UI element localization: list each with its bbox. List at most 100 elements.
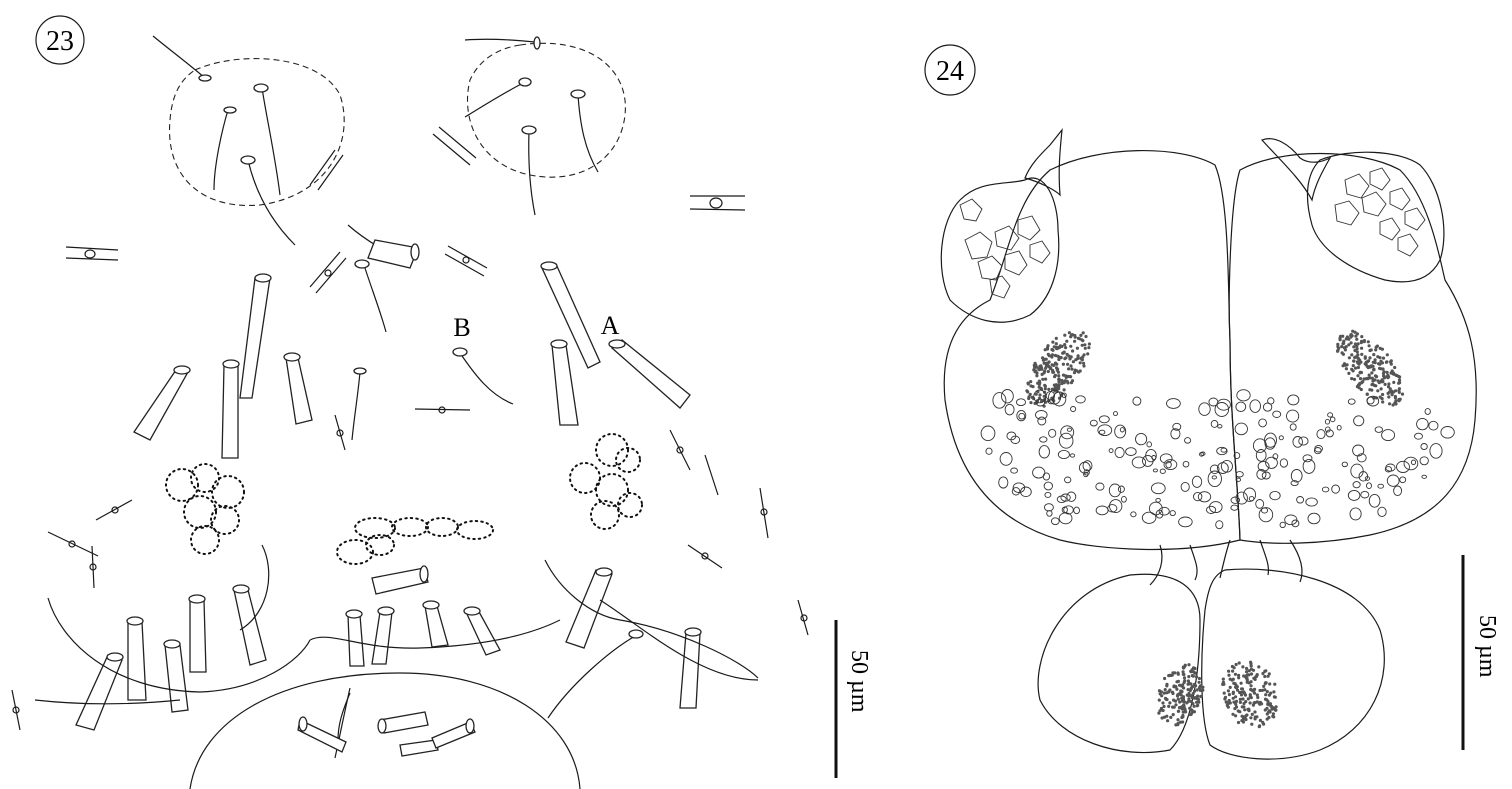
stipple-dot [1069,333,1073,337]
stipple-dot [1159,690,1163,694]
stipple-dot [1242,705,1246,709]
stipple-dot [1246,673,1250,677]
stipple-dot [1044,361,1049,365]
texture-circle [1060,425,1075,440]
stipple-dot [1379,359,1383,363]
stipple-dot [1378,362,1382,366]
texture-circle [1211,475,1217,480]
stipple-dot [1336,348,1340,352]
stipple-dot [1231,712,1235,716]
texture-circle [1287,394,1300,406]
stipple-dot [1381,356,1386,360]
stipple-dot [1157,698,1161,702]
stipple-dot [1371,360,1375,364]
texture-circle [1066,491,1077,502]
texture-circle [1216,398,1231,411]
stipple-dot [1366,340,1370,344]
stipple-dot [1397,378,1402,382]
stipple-dot [1244,700,1248,704]
texture-circle [1125,447,1137,456]
stipple-dot [1252,676,1256,680]
stipple-dot [1245,680,1249,684]
stipple-dot [1080,338,1084,342]
stipple-dot [1364,377,1368,381]
stipple-dot [1253,715,1257,719]
stipple-dot [1073,335,1077,339]
duct-left [1024,128,1063,197]
stipple-dot [1056,354,1060,358]
stipple-dot [1076,336,1080,340]
stipple-dot [1054,342,1058,346]
stipple-dot [1343,348,1347,352]
stipple-dot [1338,336,1342,340]
texture-circle [1070,406,1077,412]
stipple-dot [1044,377,1048,381]
stipple-dot [1061,362,1065,366]
stipple-dot [1051,340,1055,344]
stipple-dot [1171,691,1175,696]
stipple-dot [1171,713,1175,717]
texture-circle [1098,415,1110,424]
texture-circle [1272,410,1282,418]
stipple-dot [1057,377,1061,381]
stipple-dot [1234,702,1238,706]
stipple-dot [1370,376,1374,380]
stipple-dot [1046,344,1050,348]
body-outline-23 [34,544,759,789]
stipple-dot [1086,352,1090,356]
stipple-dot [1166,690,1170,694]
stipple-dot [1379,387,1383,391]
texture-circle [1216,446,1228,456]
stipple-dot [1182,686,1186,690]
stipple-dot [1173,685,1177,689]
texture-circle [992,392,1007,409]
label-b: B [453,313,470,342]
texture-circles [980,389,1455,530]
texture-circle [1146,441,1152,448]
texture-circle [1290,480,1299,487]
stipple-dot [1174,703,1178,707]
stipple-dot [1176,697,1180,701]
texture-circle [1207,470,1222,488]
texture-circle [1350,463,1364,479]
texture-circle [1113,411,1118,417]
stipple-dot [1236,688,1240,692]
texture-circle [1016,398,1026,407]
stipple-dot [1190,674,1194,678]
stipple-dot [1181,710,1185,714]
stipple-dot [1249,667,1253,671]
texture-circle [1214,402,1230,417]
stipple-dot [1176,672,1180,676]
stipple-dot [1192,710,1196,714]
texture-circle [1172,422,1182,431]
stipple-dot [1160,716,1164,720]
stipple-dot [1390,393,1394,397]
texture-circle [1011,487,1021,496]
stipple-dot [1227,669,1231,673]
stipple-dot [1244,717,1248,722]
texture-circle [1038,445,1050,459]
dense-spot-lower-left [1157,663,1205,727]
stipple-dot [1184,710,1188,714]
texture-circle [1151,455,1157,460]
stipple-dot [1237,661,1241,665]
stipple-dot [1052,345,1056,349]
stipple-dot [1071,360,1075,364]
stipple-dot [1196,697,1201,702]
stipple-dot [1168,673,1172,678]
side-lobe-right [1306,151,1445,283]
texture-circle [1082,460,1093,472]
texture-circle [1075,395,1086,404]
figure-23: 23 [11,15,872,789]
texture-circle [1193,491,1203,502]
stipple-dot [1186,682,1190,686]
stipple-dot [1033,365,1037,370]
stipple-dot [1352,359,1356,363]
stipple-dot [1192,670,1196,674]
texture-circle [1347,489,1361,501]
stipple-dot [1381,367,1385,371]
figure-23-number: 23 [46,26,74,57]
stipple-dot [1378,366,1382,370]
texture-circle [1235,491,1248,505]
texture-circle [1132,396,1142,406]
